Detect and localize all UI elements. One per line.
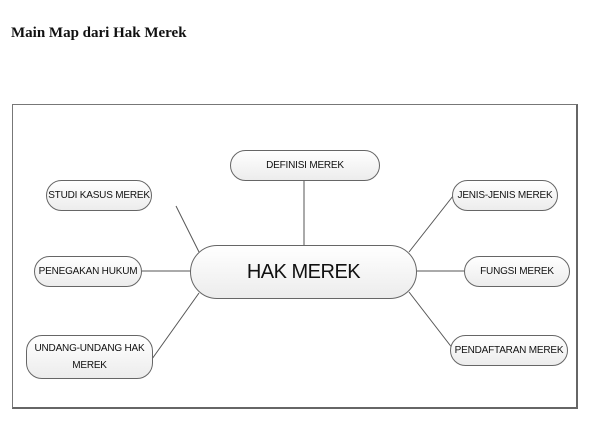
node-label: PENDAFTARAN MEREK bbox=[454, 345, 564, 356]
node-jenis-jenis-merek[interactable]: JENIS-JENIS MEREK bbox=[452, 180, 558, 211]
node-label: UNDANG-UNDANG HAK MEREK bbox=[34, 343, 145, 371]
node-fungsi-merek[interactable]: FUNGSI MEREK bbox=[464, 256, 570, 287]
node-studi-kasus-merek[interactable]: STUDI KASUS MEREK bbox=[46, 180, 152, 211]
node-label: DEFINISI MEREK bbox=[266, 160, 344, 171]
node-penegakan-hukum[interactable]: PENEGAKAN HUKUM bbox=[34, 256, 142, 287]
node-label: FUNGSI MEREK bbox=[480, 266, 554, 277]
node-label: STUDI KASUS MEREK bbox=[48, 190, 150, 201]
node-label: JENIS-JENIS MEREK bbox=[457, 190, 553, 201]
page-title: Main Map dari Hak Merek bbox=[11, 25, 187, 41]
central-node-hak-merek[interactable]: HAK MEREK bbox=[190, 245, 417, 299]
node-definisi-merek[interactable]: DEFINISI MEREK bbox=[230, 150, 380, 181]
node-undang-undang-hak-merek[interactable]: UNDANG-UNDANG HAK MEREK bbox=[26, 335, 153, 379]
node-pendaftaran-merek[interactable]: PENDAFTARAN MEREK bbox=[450, 335, 568, 366]
central-label: HAK MEREK bbox=[246, 260, 361, 283]
diagram-frame bbox=[12, 104, 578, 409]
node-label: PENEGAKAN HUKUM bbox=[38, 266, 138, 277]
